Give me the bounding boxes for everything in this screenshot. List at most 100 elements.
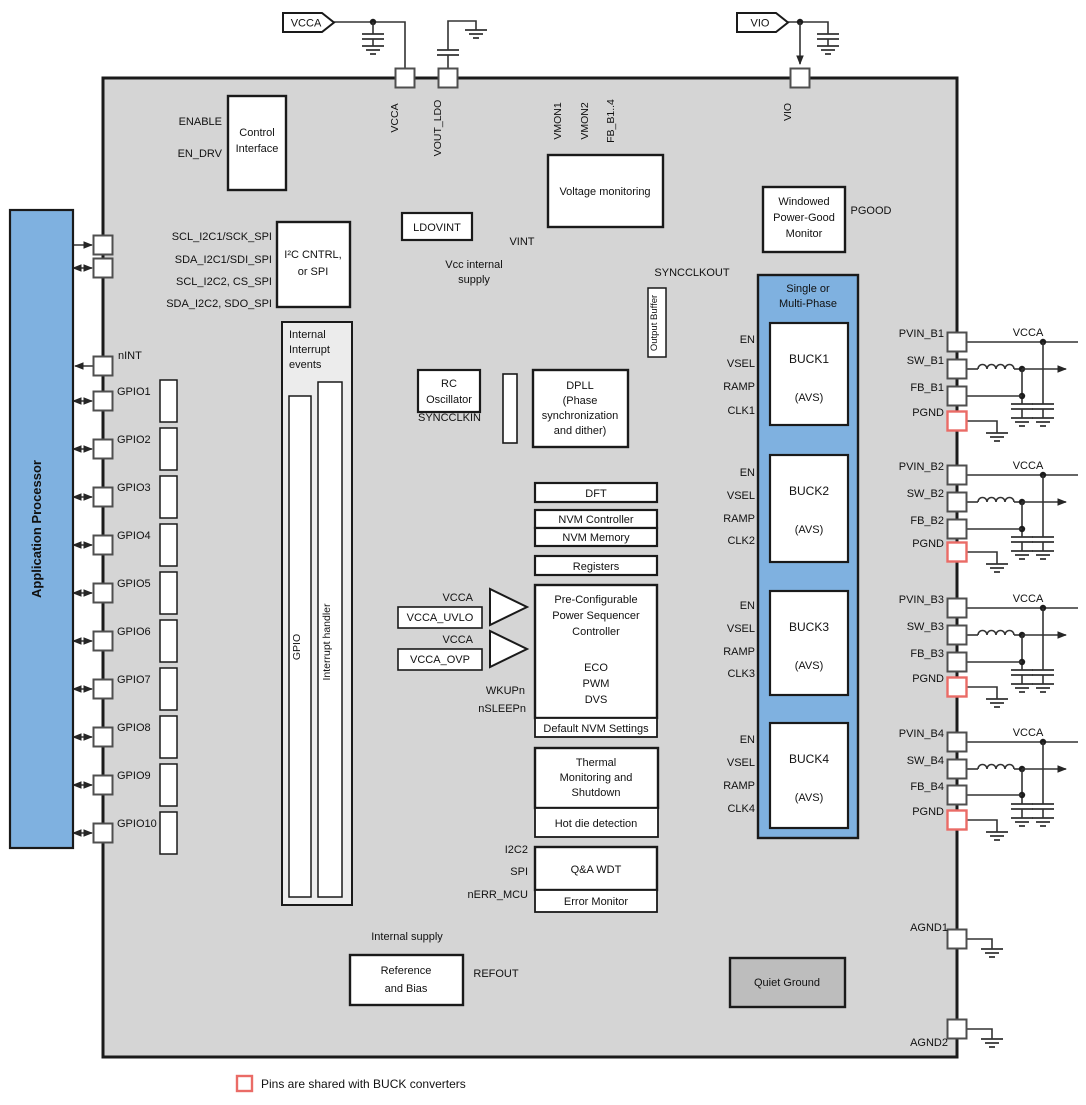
gpio-label: GPIO8 bbox=[117, 722, 151, 734]
label: BUCK4 bbox=[789, 752, 829, 766]
ground-symbol bbox=[1011, 417, 1033, 427]
vint-label: VINT bbox=[509, 236, 534, 248]
pin-square bbox=[92, 534, 114, 556]
vout-ldo-pin-label: VOUT_LDO bbox=[432, 100, 444, 157]
label: and Bias bbox=[385, 983, 428, 995]
vsel-label: VSEL bbox=[727, 358, 755, 370]
wire bbox=[967, 1028, 993, 1039]
vsel-label: VSEL bbox=[727, 757, 755, 769]
pin-square bbox=[92, 234, 114, 256]
inductor bbox=[977, 629, 1015, 636]
label: Default NVM Settings bbox=[543, 723, 649, 735]
registers-block bbox=[533, 554, 659, 577]
pin-square bbox=[946, 731, 968, 753]
ground-symbol bbox=[981, 948, 1003, 958]
label: Power Sequencer bbox=[552, 610, 640, 622]
agnd2-label: AGND2 bbox=[910, 1037, 948, 1049]
ground-symbol bbox=[1011, 683, 1033, 693]
pvin-label: PVIN_B2 bbox=[899, 461, 944, 473]
output-buffer-label: Output Buffer bbox=[649, 295, 660, 351]
gpio-label: GPIO5 bbox=[117, 578, 151, 590]
ground-symbol bbox=[465, 29, 487, 39]
pvin-label: PVIN_B1 bbox=[899, 328, 944, 340]
capacitor bbox=[1032, 669, 1054, 676]
shared-pgnd-pin bbox=[946, 410, 968, 432]
pgnd-label: PGND bbox=[912, 806, 944, 818]
vcca-label: VCCA bbox=[442, 634, 473, 646]
ground-symbol bbox=[986, 563, 1008, 573]
ground-symbol bbox=[1032, 683, 1054, 693]
buck1-block bbox=[768, 321, 850, 427]
pin-square bbox=[946, 464, 968, 486]
label: VCCA_OVP bbox=[410, 654, 470, 666]
pin-square bbox=[946, 1018, 968, 1040]
ldovint-block bbox=[400, 211, 474, 242]
gpio-label: GPIO1 bbox=[117, 386, 151, 398]
en-label: EN bbox=[740, 467, 755, 479]
label: Monitoring and bbox=[560, 772, 633, 784]
en-label: EN bbox=[740, 734, 755, 746]
gpio-crossbar bbox=[159, 619, 178, 663]
legend-red-square bbox=[235, 1074, 254, 1093]
capacitor bbox=[1011, 536, 1033, 543]
pin-square bbox=[92, 630, 114, 652]
clk-label: CLK3 bbox=[727, 668, 755, 680]
gpio-crossbar bbox=[159, 523, 178, 567]
syncclkin-label: SYNCCLKIN bbox=[418, 412, 481, 424]
label: (AVS) bbox=[795, 792, 824, 804]
gpio-crossbar bbox=[159, 475, 178, 519]
wire bbox=[967, 819, 998, 832]
vio-flag-label: VIO bbox=[751, 18, 770, 30]
label: (AVS) bbox=[795, 660, 824, 672]
gpio-crossbar bbox=[159, 379, 178, 423]
nerr-mcu-label: nERR_MCU bbox=[467, 889, 528, 901]
label: and dither) bbox=[554, 425, 607, 437]
vcc-supply-label: Vcc internal bbox=[445, 259, 502, 271]
sw-label: SW_B4 bbox=[907, 755, 944, 767]
gpio-label: GPIO2 bbox=[117, 434, 151, 446]
ground-symbol bbox=[986, 831, 1008, 841]
pin-square bbox=[92, 726, 114, 748]
label: Shutdown bbox=[572, 787, 621, 799]
wkupn-label: WKUPn bbox=[486, 685, 525, 697]
buck2-block bbox=[768, 453, 850, 564]
gpio-crossbar bbox=[159, 811, 178, 855]
gpio-label: GPIO6 bbox=[117, 626, 151, 638]
capacitor bbox=[1011, 403, 1033, 410]
label: BUCK2 bbox=[789, 484, 829, 498]
label: LDOVINT bbox=[413, 222, 461, 234]
internal-supply-label: Internal supply bbox=[371, 931, 443, 943]
label: DFT bbox=[585, 488, 607, 500]
vio-flag bbox=[736, 12, 790, 33]
sw-label: SW_B3 bbox=[907, 621, 944, 633]
reference-bias-block bbox=[348, 953, 465, 1007]
gpio-label: GPIO7 bbox=[117, 674, 151, 686]
gpio-label: GPIO10 bbox=[117, 818, 157, 830]
syncclkout-label: SYNCCLKOUT bbox=[654, 267, 729, 279]
control-interface-block bbox=[226, 94, 288, 192]
pin-square bbox=[946, 597, 968, 619]
fb-b-label: FB_B1..4 bbox=[605, 99, 617, 143]
label: Control bbox=[239, 127, 274, 139]
pin-square bbox=[946, 928, 968, 950]
pin-square bbox=[946, 651, 968, 673]
dpll-block bbox=[531, 368, 630, 449]
multiphase-title2: Multi-Phase bbox=[779, 298, 837, 310]
wire bbox=[334, 21, 406, 68]
gpio-crossbar bbox=[159, 427, 178, 471]
label: BUCK1 bbox=[789, 352, 829, 366]
inductor bbox=[977, 363, 1015, 370]
rc-oscillator-block bbox=[416, 368, 482, 414]
i2c2-label: I2C2 bbox=[505, 844, 528, 856]
label: RC bbox=[441, 378, 457, 390]
label: Interrupt bbox=[289, 344, 330, 356]
label: Internal bbox=[289, 329, 326, 341]
pgood-label: PGOOD bbox=[851, 205, 892, 217]
inductor bbox=[977, 496, 1015, 503]
ramp-label: RAMP bbox=[723, 513, 755, 525]
gpio-crossbar bbox=[159, 571, 178, 615]
vmon1-label: VMON1 bbox=[552, 102, 564, 140]
capacitor bbox=[1032, 803, 1054, 810]
